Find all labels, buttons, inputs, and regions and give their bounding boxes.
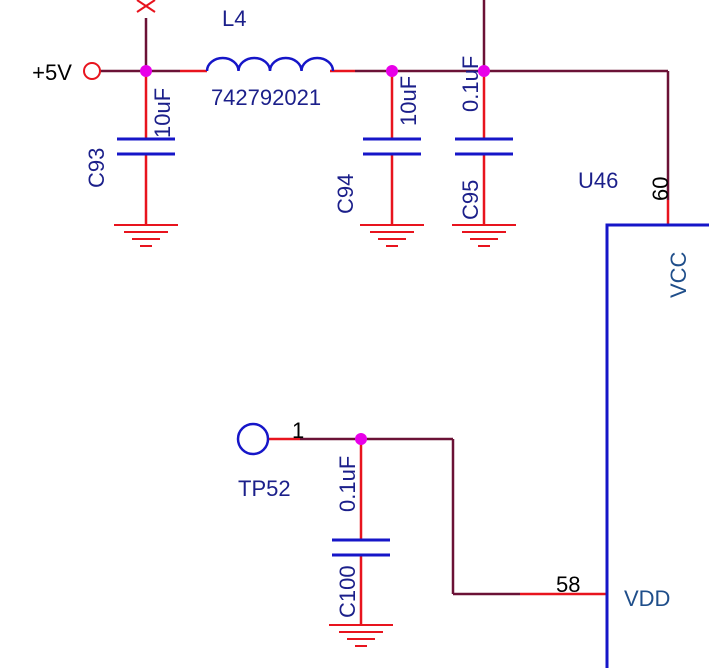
- c93-ref: C93: [84, 148, 109, 188]
- ic-pin60-number: 60: [648, 177, 673, 201]
- c94-value: 10uF: [396, 76, 421, 126]
- capacitor-c93-icon[interactable]: [117, 137, 175, 156]
- junction-dot: [140, 65, 152, 77]
- capacitor-c94-icon[interactable]: [363, 137, 421, 156]
- inductor-part-number: 742792021: [211, 85, 321, 110]
- junction-dot: [478, 65, 490, 77]
- junction-dot: [386, 65, 398, 77]
- ic-pin58-name: VDD: [624, 586, 670, 611]
- ic-pin60-name: VCC: [666, 251, 691, 298]
- c93-value: 10uF: [150, 88, 175, 138]
- ground-c95-icon: [452, 224, 516, 247]
- c95-ref: C95: [458, 180, 483, 220]
- ic-ref: U46: [578, 168, 618, 193]
- testpoint-tp52-icon[interactable]: [236, 422, 270, 456]
- capacitor-c95-icon[interactable]: [455, 137, 513, 156]
- power-port-circle-icon[interactable]: [83, 62, 101, 80]
- c94-ref: C94: [333, 174, 358, 214]
- ground-c93-icon: [114, 224, 178, 247]
- c100-value: 0.1uF: [335, 456, 360, 512]
- testpoint-ref: TP52: [238, 476, 291, 501]
- ic-pin58-number: 58: [556, 572, 580, 597]
- junction-dots: [140, 65, 490, 445]
- power-net-label: +5V: [32, 60, 72, 85]
- net-wires: [100, 0, 670, 596]
- testpoint-pin-number: 1: [292, 418, 304, 443]
- c95-value: 0.1uF: [458, 56, 483, 112]
- ground-c100-icon: [329, 624, 393, 647]
- ground-c94-icon: [360, 224, 424, 247]
- ic-u46-body[interactable]: [605, 223, 709, 668]
- capacitor-c100-icon[interactable]: [332, 538, 390, 557]
- c100-ref: C100: [335, 565, 360, 618]
- inductor-ref: L4: [222, 6, 246, 31]
- junction-dot: [355, 433, 367, 445]
- no-connect-icon: [136, 0, 156, 13]
- inductor-coil-icon[interactable]: [205, 56, 335, 72]
